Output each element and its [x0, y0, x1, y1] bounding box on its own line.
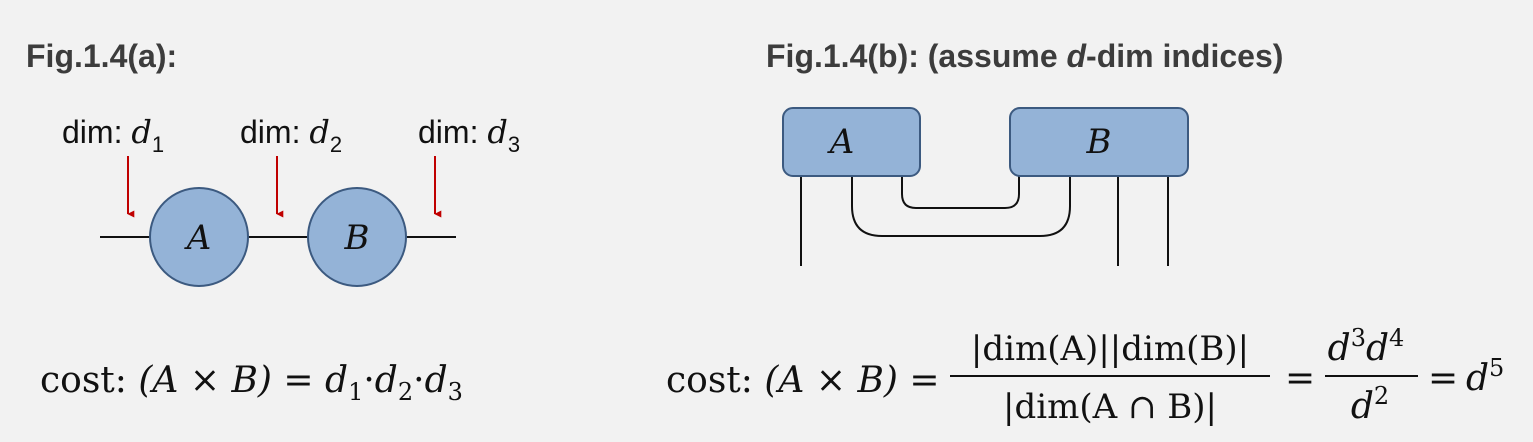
fig-b-tensor-b-label: B: [1086, 122, 1112, 162]
fig-b-title: Fig.1.4(b): (assume d-dim indices): [766, 38, 1283, 74]
fig-a-dim-label-2: dim: d2: [240, 113, 342, 157]
fig-a-title: Fig.1.4(a):: [26, 38, 177, 74]
fig-a-dim-labels: dim: d1 dim: d2 dim: d3: [62, 113, 520, 157]
fig-b-tensor-b: [1009, 107, 1189, 177]
fig-a: Fig.1.4(a): dim: d1 dim: d2 dim: d3 A B …: [26, 38, 520, 406]
fig-b-cost-lhs: cost: (A × B) =: [666, 360, 940, 401]
fig-b-result: d5: [1466, 354, 1504, 399]
fig-a-dim-label-3: dim: d3: [418, 113, 520, 157]
fig-b-tensor-a-label: A: [827, 122, 855, 162]
fig-b-contraction-outer: [851, 176, 1071, 237]
fig-b-equals-2: =: [1428, 358, 1458, 399]
fig-b-frac1-denominator: |dim(A ∩ B)|: [1003, 387, 1217, 427]
fig-a-node-b: [307, 187, 407, 287]
fig-b-equals-1: =: [1285, 358, 1315, 399]
fig-b-cost-formula: cost: (A × B) = |dim(A)||dim(B)| |dim(A …: [666, 324, 1504, 427]
fig-b-contraction-inner: [901, 176, 1020, 209]
fig-a-dim-label-1: dim: d1: [62, 113, 164, 157]
fig-b: Fig.1.4(b): (assume d-dim indices) A B c…: [666, 38, 1504, 427]
fig-b-frac1-numerator: |dim(A)||dim(B)|: [971, 329, 1249, 369]
fig-b-frac2-numerator: d3d4: [1328, 324, 1405, 369]
fig-b-frac2-denominator: d2: [1351, 382, 1389, 427]
fig-a-node-a: [149, 187, 249, 287]
fig-a-node-a-label: A: [184, 218, 212, 258]
fig-a-cost-formula: cost: (A × B) = d1·d2·d3: [40, 360, 463, 406]
fig-a-node-b-label: B: [344, 218, 370, 258]
fig-b-tensor-a: [782, 107, 921, 177]
